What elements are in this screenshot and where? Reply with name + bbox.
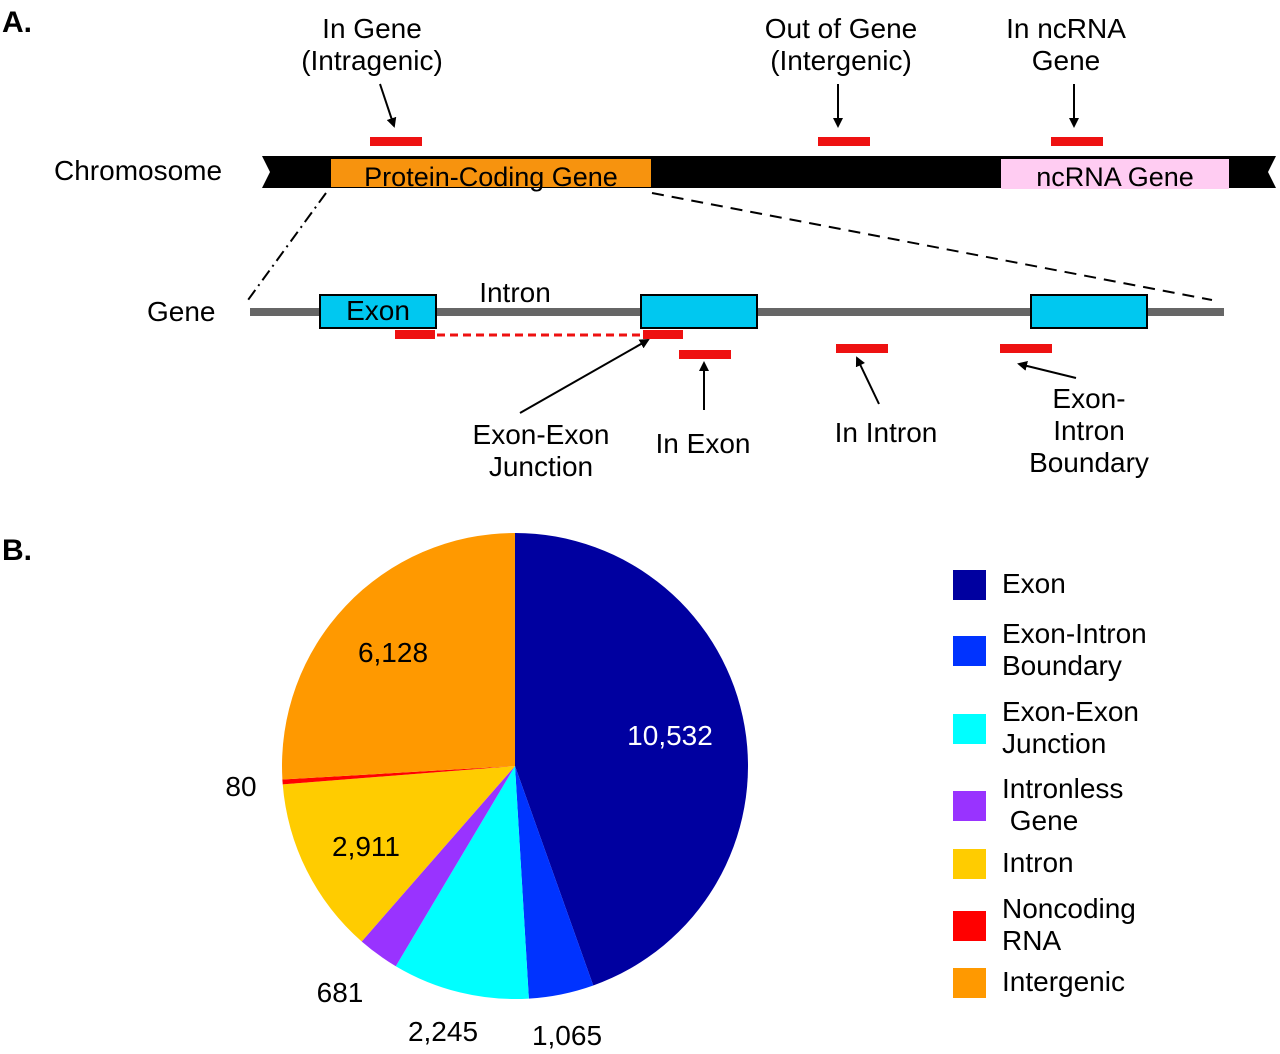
panel-a: A. In Gene (Intragenic) Out of Gene (Int… <box>2 6 1276 482</box>
label-boundary-line2: Intron <box>1053 415 1125 446</box>
legend-swatch <box>953 714 986 744</box>
pie-slice-noncoding-rna <box>282 766 515 785</box>
probe-junction-left <box>395 330 435 339</box>
label-in-gene-line1: In Gene <box>322 13 422 44</box>
legend-label: Exon <box>1002 568 1066 599</box>
label-in-exon: In Exon <box>656 428 751 459</box>
legend-label: Noncoding <box>1002 893 1136 924</box>
pie-value-label: 6,128 <box>358 637 428 668</box>
legend-swatch <box>953 570 986 600</box>
zoom-line-left <box>247 192 327 301</box>
exon-box-1 <box>319 294 437 329</box>
panel-b-label: B. <box>2 534 32 567</box>
legend-label: Intergenic <box>1002 966 1125 997</box>
pie-slice-exon-exon-junction <box>395 766 529 1000</box>
pie-value-label: 2,245 <box>408 1016 478 1047</box>
legend: ExonExon-IntronBoundaryExon-ExonJunction… <box>953 568 1147 998</box>
arrow-in-intron <box>855 356 880 405</box>
exon-label: Exon <box>346 295 410 326</box>
pie-chart <box>282 533 748 1000</box>
probe-in-intron <box>836 344 888 353</box>
probe-in-exon <box>679 350 731 359</box>
pie-slice-exon-intron-boundary <box>515 766 594 999</box>
intron-label: Intron <box>479 277 551 308</box>
label-out-of-gene-line2: (Intergenic) <box>770 45 912 76</box>
arrow-exon-exon-junction <box>519 339 650 414</box>
label-in-gene-line2: (Intragenic) <box>301 45 443 76</box>
probe-ncrna <box>1051 137 1103 146</box>
label-in-ncrna-line1: In ncRNA <box>1006 13 1126 44</box>
arrow-exon-intron-boundary <box>1017 361 1077 379</box>
legend-label: Gene <box>1002 805 1078 836</box>
legend-swatch <box>953 911 986 941</box>
pie-value-label: 1,065 <box>532 1020 602 1051</box>
legend-label: Boundary <box>1002 650 1122 681</box>
protein-coding-gene-label: Protein-Coding Gene <box>364 162 618 192</box>
pie-slice-intronless-gene <box>361 766 515 967</box>
legend-label: RNA <box>1002 925 1061 956</box>
probe-exon-intron-boundary <box>1000 344 1052 353</box>
legend-swatch <box>953 791 986 821</box>
exon-box-3 <box>1030 294 1148 329</box>
probe-junction-right <box>643 330 683 339</box>
label-in-intron: In Intron <box>835 417 938 448</box>
legend-swatch <box>953 968 986 998</box>
label-boundary-line3: Boundary <box>1029 447 1149 478</box>
legend-label: Intron <box>1002 847 1074 878</box>
pie-value-label: 681 <box>317 977 364 1008</box>
pie-labels: 10,532 1,065 2,245 681 2,911 80 6,128 <box>225 637 712 1051</box>
legend-swatch <box>953 849 986 879</box>
label-in-ncrna-line2: Gene <box>1032 45 1101 76</box>
gene-label: Gene <box>147 296 216 327</box>
pie-value-label: 80 <box>225 771 256 802</box>
pie-value-label: 2,911 <box>332 831 400 862</box>
zoom-line-right <box>651 192 1213 301</box>
exon-box-2 <box>640 294 758 329</box>
probe-intragenic <box>370 137 422 146</box>
label-exon-exon-line1: Exon-Exon <box>473 419 610 450</box>
ncrna-gene-label: ncRNA Gene <box>1036 162 1194 192</box>
legend-label: Exon-Intron <box>1002 618 1147 649</box>
ncrna-gene-box <box>1001 159 1229 189</box>
legend-label: Junction <box>1002 728 1106 759</box>
legend-label: Intronless <box>1002 773 1123 804</box>
pie-slice-intergenic <box>282 533 515 780</box>
chromosome-label: Chromosome <box>54 155 222 186</box>
arrow-in-gene <box>379 83 397 128</box>
legend-label: Exon-Exon <box>1002 696 1139 727</box>
pie-value-label: 10,532 <box>627 720 713 751</box>
legend-swatch <box>953 636 986 666</box>
probe-intergenic <box>818 137 870 146</box>
protein-coding-gene-box <box>331 159 651 187</box>
pie-slice-intron <box>282 766 515 942</box>
pie-slice-exon <box>515 533 748 986</box>
label-out-of-gene-line1: Out of Gene <box>765 13 918 44</box>
panel-a-label: A. <box>2 6 32 39</box>
label-exon-exon-line2: Junction <box>489 451 593 482</box>
label-boundary-line1: Exon- <box>1052 383 1125 414</box>
